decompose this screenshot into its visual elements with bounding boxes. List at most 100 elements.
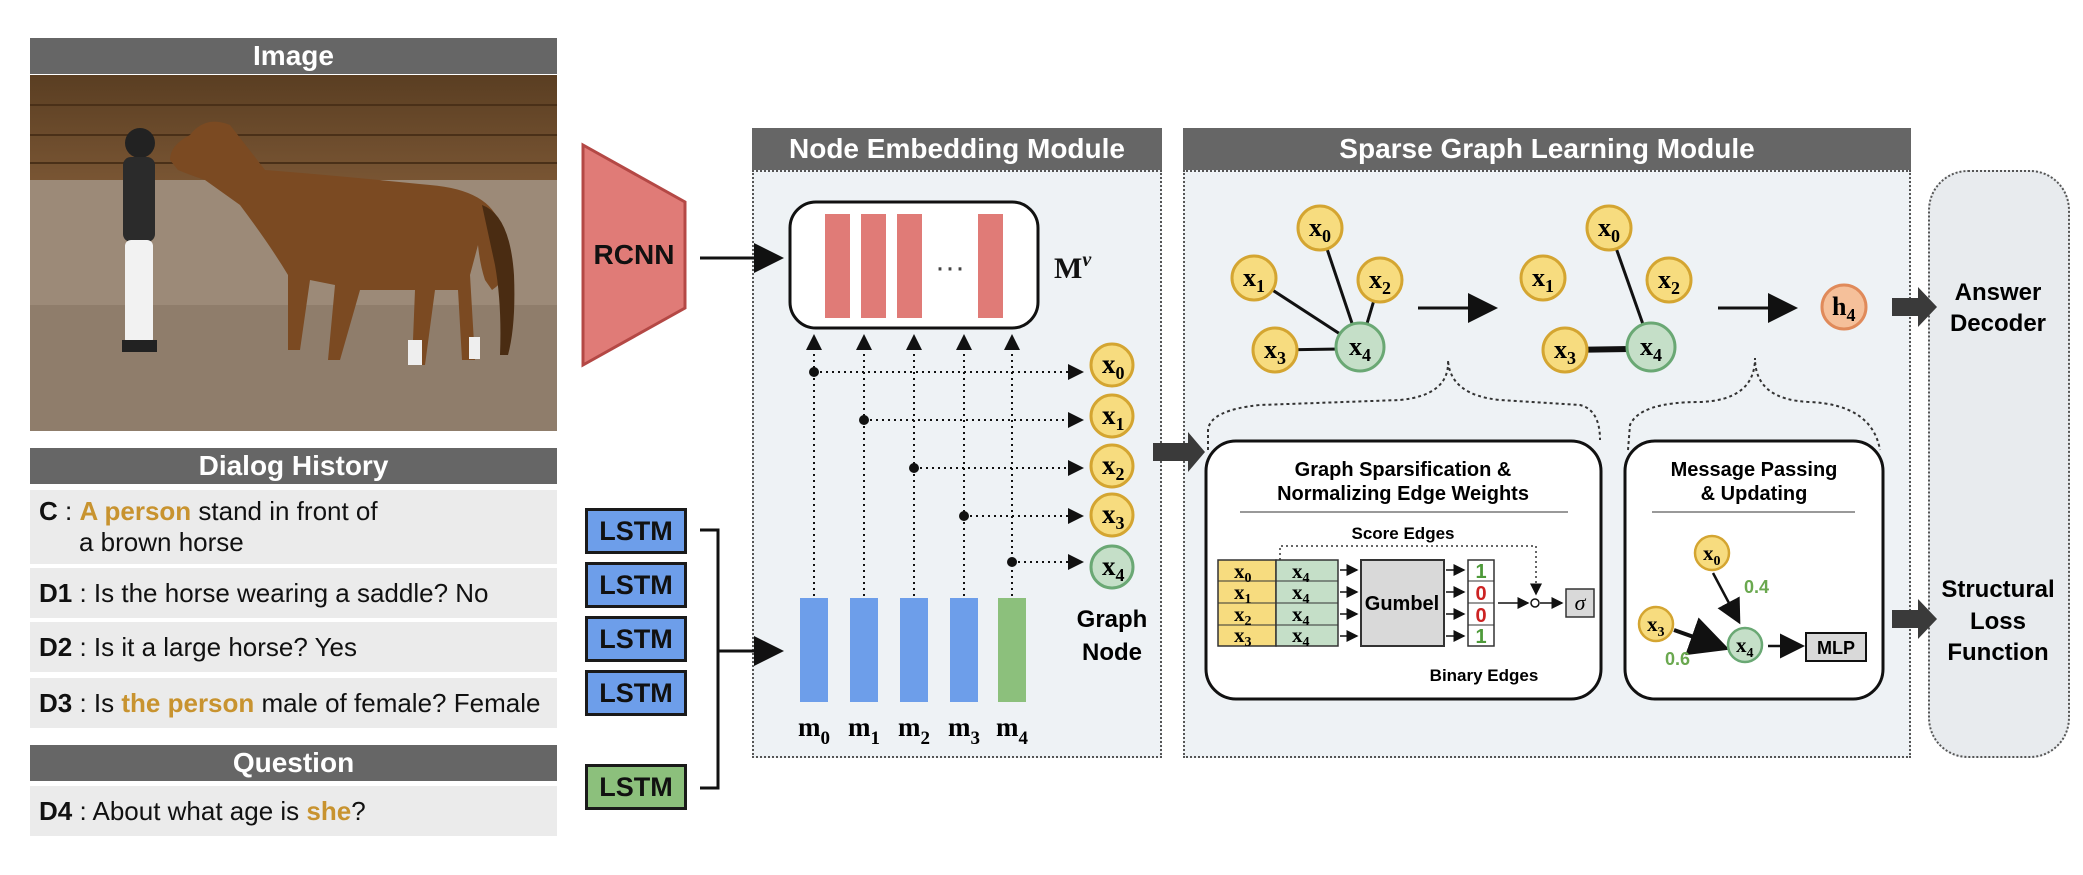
memory-label: Mv [1054,249,1092,285]
sigma-box [1565,588,1595,618]
graph-node-label-2: Node [1082,639,1142,666]
mp-node-x3 [1637,605,1675,643]
dialog-row-caption: C : A person stand in front of a brown h… [30,490,557,564]
question-header: Question [30,745,557,781]
message-brace [1627,357,1881,451]
answer-decoder-label-1: Answer [1955,279,2042,306]
graph-node-x3 [1089,492,1135,538]
svg-text:x4: x4 [1292,580,1310,607]
dense-node-x1 [1230,254,1278,302]
graph-node-x4-label: x4 [1102,551,1125,585]
answer-decoder-label-2: Decoder [1950,310,2046,337]
m-label-0: m0 [798,712,830,749]
svg-text:x0: x0 [1598,213,1620,246]
sparse-graph-nodes: x0 x1 x2 x3 x4 [1519,204,1693,374]
gumbel-to-binary-arrows [1446,564,1466,642]
output-panel [1928,170,2070,758]
pair-to-gumbel-arrows [1340,564,1359,642]
svg-text:x4: x4 [1736,633,1754,661]
m-label-2: m2 [898,712,930,749]
dialog-row-d2: D2 : Is it a large horse? Yes [30,622,557,672]
dialog-row-d3: D3 : Is the person male of female? Femal… [30,678,557,728]
bar-to-memory-arrows [806,334,1020,596]
svg-text:x0: x0 [1703,541,1721,569]
svg-text:x3: x3 [1264,335,1286,368]
dense-node-x3 [1251,326,1299,374]
gumbel-box [1360,559,1445,647]
to-answer-decoder-arrow [1892,287,1937,327]
lstm-block-3: LSTM [585,616,687,662]
svg-text:x3: x3 [1554,335,1576,368]
graph-node-x4 [1089,544,1135,590]
svg-text:1: 1 [1475,626,1486,648]
graph-node-x0-label: x0 [1102,349,1125,383]
mp-node-x0 [1693,534,1731,572]
m-bar-1 [850,598,878,702]
sparse-node-x1 [1519,254,1567,302]
graph-node-x2 [1089,443,1135,489]
pair-table: x0 x4 x1 x4 x2 x4 x3 x4 [1217,559,1339,650]
memory-ellipsis: ··· [935,251,965,284]
svg-text:x2: x2 [1658,265,1680,298]
svg-text:x4: x4 [1349,332,1371,365]
svg-text:x3: x3 [1647,612,1665,640]
sparse-node-x3 [1541,326,1589,374]
dense-graph-nodes: x0 x1 x2 x3 x4 [1230,204,1404,374]
mlp-box [1805,632,1867,662]
multiply-op [1530,598,1540,608]
svg-text:x2: x2 [1369,265,1391,298]
memory-slot-3 [897,214,922,318]
graph-node-column: x0 x1 x2 x3 x4 Graph Node [1077,342,1148,666]
dense-node-x0 [1296,204,1344,252]
m-label-1: m1 [848,712,880,749]
svg-text:x0: x0 [1309,213,1331,246]
svg-text:x4: x4 [1292,602,1310,629]
svg-text:1: 1 [1475,561,1486,583]
loss-label-2: Loss [1970,608,2026,635]
horse-photo-drawing [30,75,557,431]
message-title-1: Message Passing [1671,459,1838,481]
to-loss-arrow [1892,599,1937,639]
loss-label-1: Structural [1941,576,2054,603]
sparsification-title-2: Normalizing Edge Weights [1277,483,1529,505]
graph-node-x1 [1089,393,1135,439]
svg-text:x1: x1 [1234,580,1252,607]
lstm-block-2: LSTM [585,562,687,608]
sparsify-brace [1207,359,1601,450]
dialog-row-d1: D1 : Is the horse wearing a saddle? No [30,568,557,618]
m-bar-3 [950,598,978,702]
lstm-block-question: LSTM [585,764,687,810]
rcnn-trapezoid: RCNN [581,142,687,368]
graph-node-x1-label: x1 [1102,400,1125,434]
message-title-2: & Updating [1701,483,1808,505]
bar-to-node-arrows [814,364,1084,570]
sparse-node-x2 [1645,256,1693,304]
svg-text:x1: x1 [1532,263,1554,296]
graph-node-label-1: Graph [1077,606,1148,633]
horse-photo [30,75,557,431]
mlp-label: MLP [1817,638,1855,658]
binary-edges-column: 1 0 0 1 [1467,559,1495,648]
node-embedding-header: Node Embedding Module [752,128,1162,170]
binary-edges-label: Binary Edges [1430,666,1539,685]
dense-node-x4 [1334,321,1386,373]
svg-text:x4: x4 [1292,623,1310,650]
image-header: Image [30,38,557,74]
memory-slot-4 [978,214,1003,318]
memory-slot-2 [861,214,886,318]
m-label-4: m4 [996,712,1029,749]
sparse-node-x0 [1585,204,1633,252]
m-bar-4 [998,598,1026,702]
svg-text:x1: x1 [1243,263,1265,296]
svg-text:x3: x3 [1234,623,1252,650]
score-edges-label: Score Edges [1352,524,1455,543]
sparse-graph-header: Sparse Graph Learning Module [1183,128,1911,170]
sigma-label: σ [1575,590,1587,615]
h4-node [1820,283,1868,331]
edge-weight-x0: 0.4 [1744,577,1769,597]
dialog-history-header: Dialog History [30,448,557,484]
m-bar-2 [900,598,928,702]
m-label-3: m3 [948,712,980,749]
loss-label-3: Function [1947,639,2048,666]
svg-text:x2: x2 [1234,602,1252,629]
